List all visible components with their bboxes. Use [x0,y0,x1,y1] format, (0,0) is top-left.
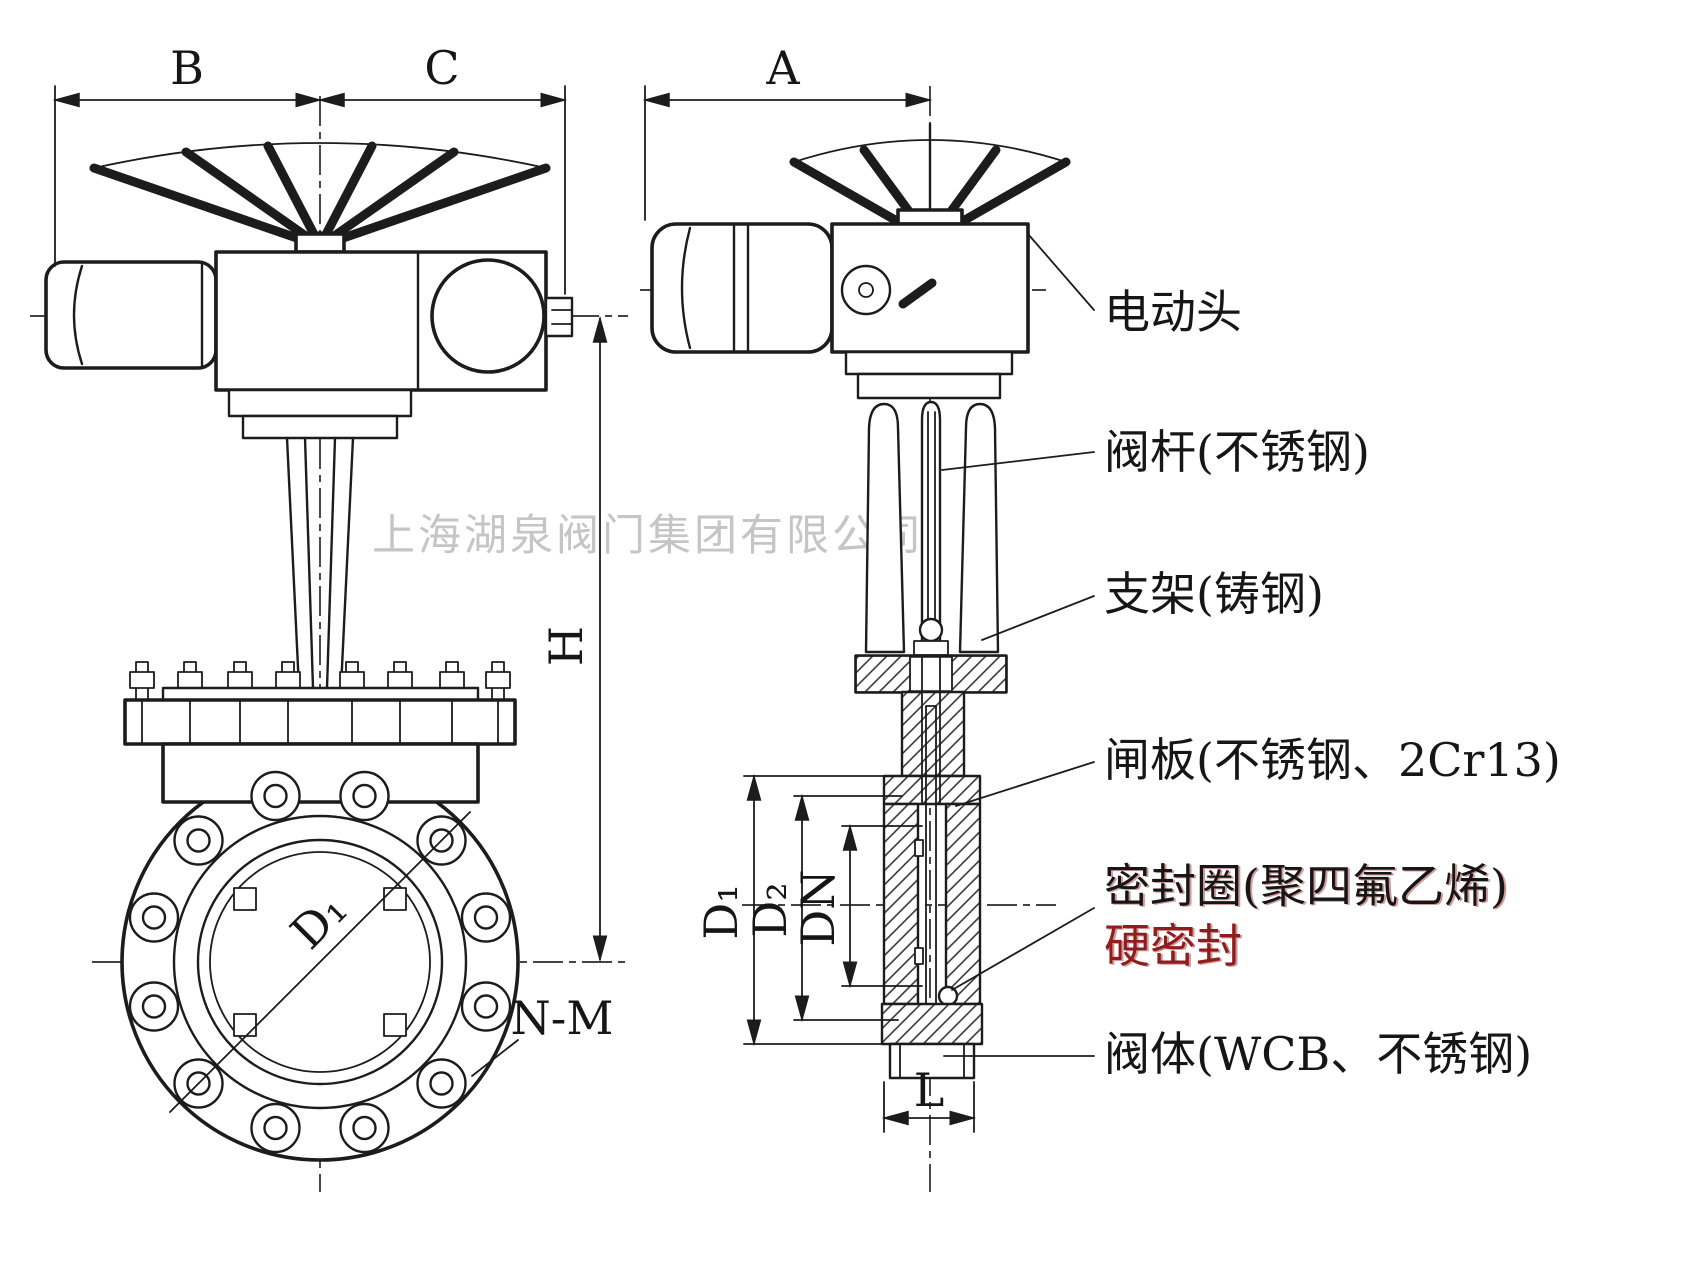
dim-label-d2-side: D₂ [743,882,797,937]
dimension-b-c: B C [52,41,568,295]
leader-stem [941,451,1095,471]
front-view [44,141,574,1162]
dimension-d1-side: D₁ [694,773,885,1047]
side-view [650,122,1071,1080]
front-flange-bolts [128,770,512,1154]
dim-label-nm: N-M [511,991,614,1045]
side-yoke [864,400,1000,658]
dimension-dn-side: DN [791,823,923,989]
dim-label-d1-side: D₁ [694,884,748,939]
part-label-bracket: 支架(铸钢) [1104,567,1324,621]
part-label-actuator: 电动头 [1104,285,1242,339]
side-body-section [880,690,984,1080]
leader-actuator [1027,233,1095,311]
part-annotations: 电动头 阀杆(不锈钢) 支架(铸钢) 闸板(不锈钢、2Cr13) 密封圈(聚四氟… [941,233,1561,1081]
dimension-nm: N-M [471,991,614,1077]
dimension-l: L [881,1063,977,1133]
part-label-seal-line2: 硬密封 [1104,919,1242,973]
leader-seal [951,907,1095,991]
front-actuator [44,232,574,440]
dimension-a: A [642,41,933,221]
dim-label-b: B [170,41,204,95]
leader-bracket [981,595,1095,641]
part-label-stem: 阀杆(不锈钢) [1104,425,1370,479]
dim-label-l: L [914,1063,945,1117]
dim-label-h: H [539,626,593,666]
front-bonnet [123,661,517,804]
side-actuator [650,208,1030,400]
part-label-body: 阀体(WCB、不锈钢) [1104,1027,1532,1081]
part-label-seal-line1: 密封圈(聚四氟乙烯) [1104,859,1508,913]
dim-label-a: A [765,41,800,95]
dimensions: B C A H D₁ N-M D₁ D₂ [52,41,977,1133]
front-yoke [285,436,355,690]
dim-label-c: C [424,41,459,95]
front-flange-details [169,811,471,1113]
dimension-d2-side: D₂ [743,793,903,1023]
leader-gate [955,761,1095,807]
dim-label-dn-side: DN [791,869,845,946]
dimension-h: H [539,315,608,963]
part-label-gate: 闸板(不锈钢、2Cr13) [1104,733,1561,787]
watermark: 上海湖泉阀门集团有限公司 [372,511,924,561]
side-bracket [854,654,1008,694]
